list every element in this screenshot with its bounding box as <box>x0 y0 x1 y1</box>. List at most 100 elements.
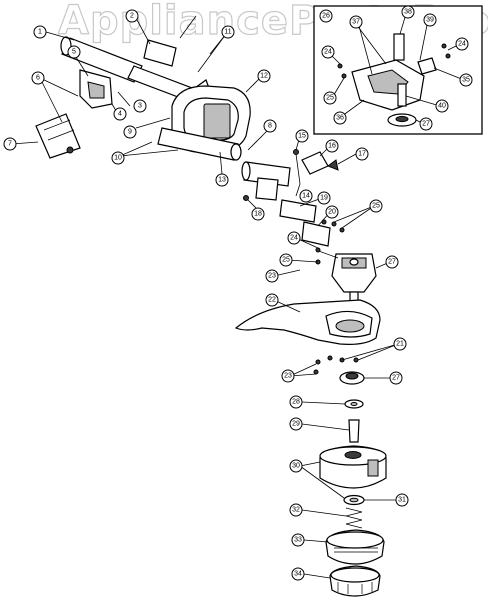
bump-knob <box>329 565 381 597</box>
washer <box>344 399 364 409</box>
callout-2: 2 <box>125 9 139 23</box>
callout-12: 12 <box>257 69 271 83</box>
callout-27: 27 <box>385 255 399 269</box>
svg-text:17: 17 <box>358 151 366 158</box>
svg-text:27: 27 <box>388 259 396 266</box>
svg-text:25: 25 <box>282 257 290 264</box>
svg-text:9: 9 <box>128 129 132 136</box>
trigger-housing <box>79 69 113 109</box>
inset-callout-38: 38 <box>401 5 415 19</box>
svg-text:31: 31 <box>398 497 406 504</box>
inset-callout-36: 36 <box>333 111 347 125</box>
svg-text:27: 27 <box>422 121 430 128</box>
svg-text:12: 12 <box>260 73 268 80</box>
svg-text:7: 7 <box>8 141 12 148</box>
lower-shaft <box>157 127 242 161</box>
svg-text:22: 22 <box>268 297 276 304</box>
svg-text:29: 29 <box>292 421 300 428</box>
callout-1: 1 <box>33 25 47 39</box>
svg-text:34: 34 <box>294 571 302 578</box>
inset-callout-35: 35 <box>459 73 473 87</box>
spool <box>325 529 385 565</box>
callout-25: 25 <box>279 253 293 267</box>
coupler-tube <box>241 161 291 201</box>
callout-18: 18 <box>251 207 265 221</box>
callout-4: 4 <box>113 107 127 121</box>
callout-7: 7 <box>3 137 17 151</box>
callout-33: 33 <box>291 533 305 547</box>
svg-text:37: 37 <box>352 19 360 26</box>
svg-text:3: 3 <box>138 103 142 110</box>
callout-13: 13 <box>215 173 229 187</box>
callout-14: 14 <box>299 189 313 203</box>
svg-text:24: 24 <box>458 41 466 48</box>
bearing <box>339 371 365 385</box>
svg-text:40: 40 <box>438 103 446 110</box>
callout-9: 9 <box>123 125 137 139</box>
svg-text:15: 15 <box>298 133 306 140</box>
svg-text:8: 8 <box>268 123 272 130</box>
callout-3: 3 <box>133 99 147 113</box>
callout-17: 17 <box>355 147 369 161</box>
svg-text:5: 5 <box>72 49 76 56</box>
callout-11: 11 <box>221 25 235 39</box>
callout-15: 15 <box>295 129 309 143</box>
switch-cable <box>35 113 81 159</box>
callout-10: 10 <box>111 151 125 165</box>
spring <box>345 507 363 529</box>
svg-text:10: 10 <box>114 155 122 162</box>
inset-callout-25: 25 <box>323 91 337 105</box>
callout-23-upper: 23 <box>265 269 279 283</box>
svg-text:14: 14 <box>302 193 310 200</box>
svg-text:21: 21 <box>396 341 404 348</box>
inset-callout-27: 27 <box>419 117 433 131</box>
callout-27-b: 27 <box>389 371 403 385</box>
svg-text:32: 32 <box>292 507 300 514</box>
svg-text:27: 27 <box>392 375 400 382</box>
svg-text:38: 38 <box>404 9 412 16</box>
callout-16: 16 <box>325 139 339 153</box>
flat-washer <box>343 494 365 506</box>
svg-text:36: 36 <box>336 115 344 122</box>
inset-callout-26: 26 <box>319 9 333 23</box>
inset-callout-37: 37 <box>349 15 363 29</box>
svg-text:2: 2 <box>130 13 134 20</box>
svg-text:13: 13 <box>218 177 226 184</box>
svg-text:24: 24 <box>324 49 332 56</box>
callout-32: 32 <box>289 503 303 517</box>
inset-gear-head <box>337 33 451 127</box>
callout-5: 5 <box>67 45 81 59</box>
svg-text:33: 33 <box>294 537 302 544</box>
svg-text:23: 23 <box>284 373 292 380</box>
callout-28: 28 <box>289 395 303 409</box>
svg-text:4: 4 <box>118 111 122 118</box>
debris-guard <box>234 299 381 375</box>
callout-25-b: 25 <box>369 199 383 213</box>
knob-assembly <box>243 149 339 201</box>
svg-text:1: 1 <box>38 29 42 36</box>
svg-text:26: 26 <box>322 13 330 20</box>
svg-text:16: 16 <box>328 143 336 150</box>
callout-34: 34 <box>291 567 305 581</box>
callout-22: 22 <box>265 293 279 307</box>
callout-20: 20 <box>325 205 339 219</box>
callout-19: 19 <box>317 191 331 205</box>
drive-shaft-lower <box>279 199 345 247</box>
inset-callout-24-right: 24 <box>455 37 469 51</box>
svg-text:25: 25 <box>326 95 334 102</box>
svg-text:28: 28 <box>292 399 300 406</box>
callout-31: 31 <box>395 493 409 507</box>
inset-callout-24-left: 24 <box>321 45 335 59</box>
svg-text:39: 39 <box>426 17 434 24</box>
inset-callout-40: 40 <box>435 99 449 113</box>
svg-text:30: 30 <box>292 463 300 470</box>
callout-21: 21 <box>393 337 407 351</box>
svg-text:24: 24 <box>290 235 298 242</box>
svg-text:18: 18 <box>254 211 262 218</box>
callouts: 1 2 3 4 5 6 7 8 9 10 11 12 13 14 15 16 1… <box>3 5 473 581</box>
svg-text:23: 23 <box>268 273 276 280</box>
svg-text:25: 25 <box>372 203 380 210</box>
svg-text:20: 20 <box>328 209 336 216</box>
callout-6: 6 <box>31 71 45 85</box>
